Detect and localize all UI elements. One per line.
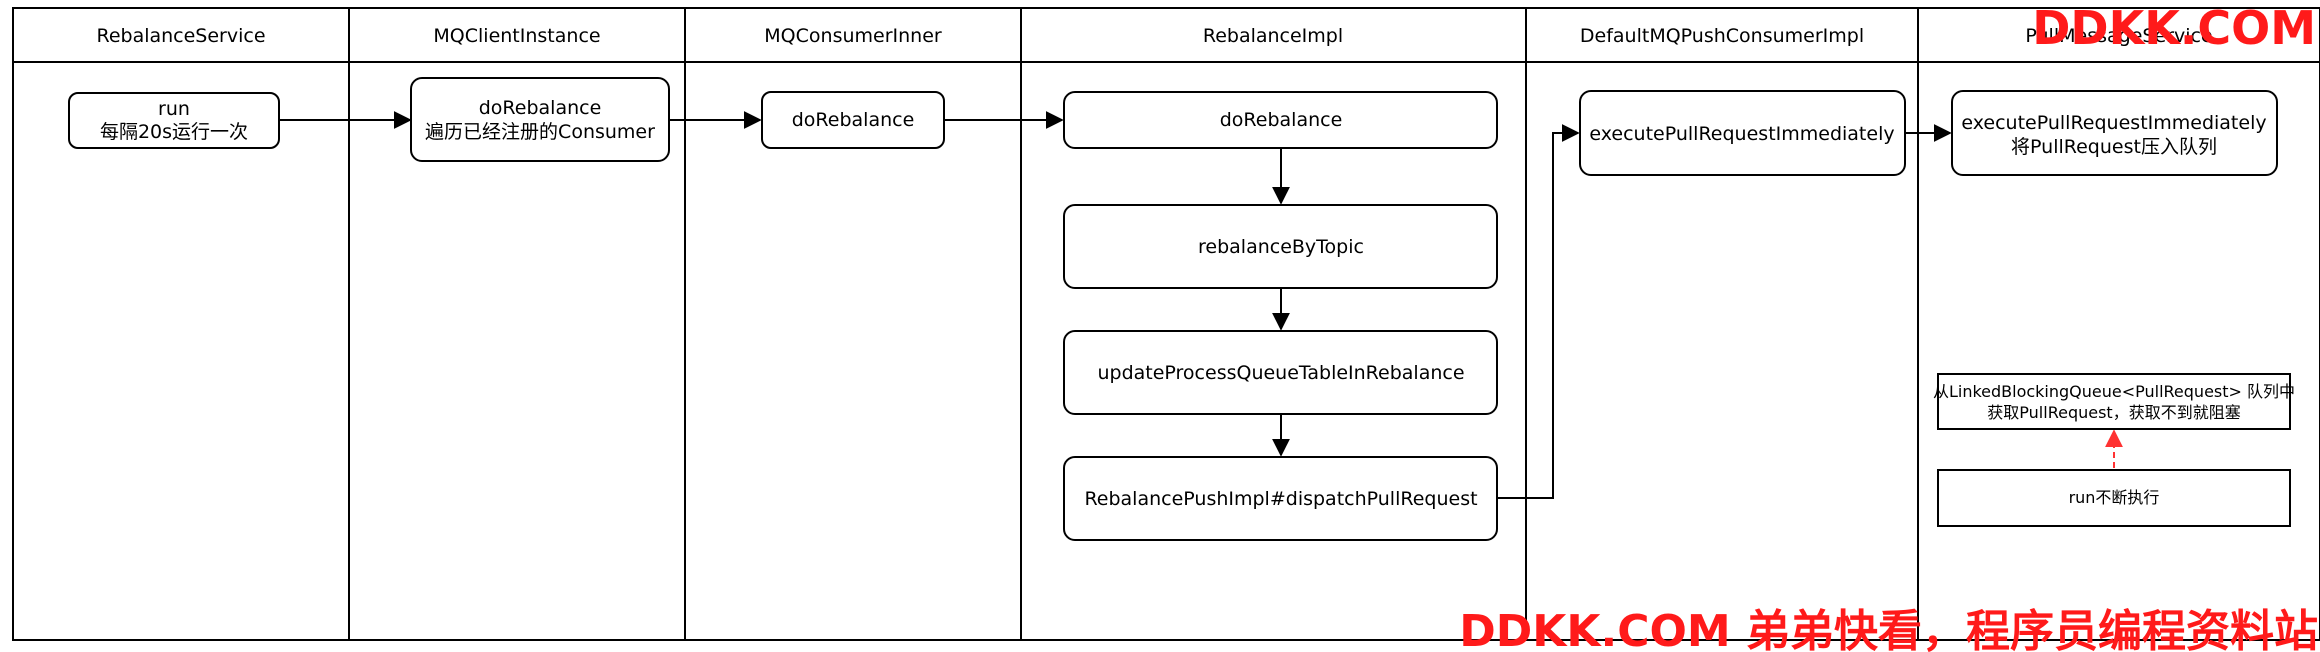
watermark-bottom: DDKK.COM 弟弟快看，程序员编程资料站 bbox=[1459, 606, 2318, 652]
node-run: run 每隔20s运行一次 bbox=[68, 92, 280, 149]
node-run-loop-label: run不断执行 bbox=[2069, 488, 2160, 507]
node-dispatch-pull-request-label: RebalancePushImpl#dispatchPullRequest bbox=[1084, 488, 1477, 510]
node-take-from-queue: 从LinkedBlockingQueue<PullRequest> 队列中 获取… bbox=[1933, 373, 2295, 430]
node-run-sublabel: 每隔20s运行一次 bbox=[100, 121, 248, 143]
node-consumer-execute: executePullRequestImmediately bbox=[1579, 90, 1906, 176]
lane-header-pull-message-service: PullMessageService bbox=[2025, 25, 2212, 47]
lane-header-default-mq-push-consumer-impl: DefaultMQPushConsumerImpl bbox=[1580, 25, 1864, 47]
node-impl-do-rebalance-label: doRebalance bbox=[1220, 109, 1343, 131]
lane-header-rebalance-impl: RebalanceImpl bbox=[1203, 25, 1343, 47]
node-inner-do-rebalance-label: doRebalance bbox=[792, 109, 915, 131]
node-client-do-rebalance-sublabel: 遍历已经注册的Consumer bbox=[425, 121, 655, 143]
node-update-process-queue: updateProcessQueueTableInRebalance bbox=[1063, 330, 1498, 415]
node-run-loop: run不断执行 bbox=[1937, 469, 2291, 527]
node-dispatch-pull-request: RebalancePushImpl#dispatchPullRequest bbox=[1063, 456, 1498, 541]
connectors bbox=[279, 111, 1952, 499]
node-client-do-rebalance: doRebalance 遍历已经注册的Consumer bbox=[410, 77, 670, 162]
node-inner-do-rebalance: doRebalance bbox=[761, 91, 945, 149]
node-update-process-queue-label: updateProcessQueueTableInRebalance bbox=[1097, 362, 1464, 384]
node-rebalance-by-topic-label: rebalanceByTopic bbox=[1198, 236, 1364, 258]
watermark-top: DDKK.COM bbox=[2032, 1, 2316, 55]
swimlane-frame bbox=[12, 7, 2320, 641]
node-take-from-queue-sublabel: 获取PullRequest，获取不到就阻塞 bbox=[1987, 403, 2240, 422]
node-rebalance-by-topic: rebalanceByTopic bbox=[1063, 204, 1498, 289]
node-service-execute-sublabel: 将PullRequest压入队列 bbox=[2011, 136, 2217, 158]
lane-header-mq-consumer-inner: MQConsumerInner bbox=[764, 25, 942, 47]
node-consumer-execute-label: executePullRequestImmediately bbox=[1589, 123, 1894, 145]
node-client-do-rebalance-label: doRebalance bbox=[479, 97, 602, 119]
arrow-dispatch-to-consumer bbox=[1497, 124, 1580, 499]
node-service-execute-label: executePullRequestImmediately bbox=[1961, 112, 2266, 134]
lane-header-rebalance-service: RebalanceService bbox=[96, 25, 265, 47]
lane-header-mq-client-instance: MQClientInstance bbox=[433, 25, 600, 47]
node-service-execute: executePullRequestImmediately 将PullReque… bbox=[1951, 90, 2278, 176]
node-impl-do-rebalance: doRebalance bbox=[1063, 91, 1498, 149]
node-run-label: run bbox=[158, 98, 190, 120]
node-take-from-queue-label: 从LinkedBlockingQueue<PullRequest> 队列中 bbox=[1933, 382, 2295, 401]
